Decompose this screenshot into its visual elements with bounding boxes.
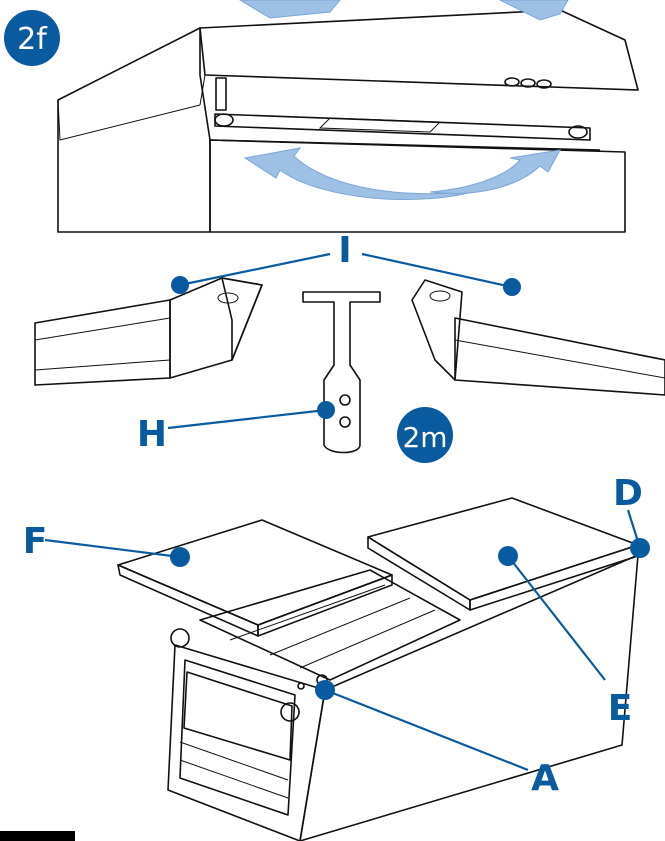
arrow-top-left xyxy=(239,0,341,19)
arrow-swing-right xyxy=(429,149,561,194)
middle-panel-illustration: I H 2m xyxy=(34,230,665,463)
cabinet-body xyxy=(299,554,639,841)
worktop xyxy=(199,9,639,91)
cabinet-back-side xyxy=(167,644,326,841)
label-A: A xyxy=(531,758,559,799)
cabinet-left-side xyxy=(57,27,211,233)
hinge-pin-right xyxy=(568,125,588,139)
door-top-edge xyxy=(209,139,601,151)
leader-F xyxy=(44,538,181,559)
cabinet-front-face xyxy=(209,139,626,233)
gear-left xyxy=(170,628,190,648)
top-panel-illustration: 2f xyxy=(4,0,639,233)
label-D: D xyxy=(613,473,643,514)
label-E: E xyxy=(608,688,633,729)
label-H: H xyxy=(137,414,167,455)
leader-I-right xyxy=(361,252,513,289)
compartment-tray xyxy=(199,569,461,681)
right-profile-end-cap xyxy=(411,279,463,381)
bottom-panel-illustration: F D E A xyxy=(0,473,650,841)
hinge-bar xyxy=(214,113,591,141)
back-panel xyxy=(179,659,296,816)
step-badge-2f xyxy=(4,10,60,66)
hinge-pin-left xyxy=(214,113,234,127)
page-footer-bar xyxy=(0,831,75,841)
step-badge-2m xyxy=(397,407,453,463)
label-F: F xyxy=(23,521,48,562)
left-door-profile xyxy=(34,299,171,386)
step-badge-2m-text: 2m xyxy=(402,421,447,454)
hinge-post-left xyxy=(215,77,227,111)
arrow-top-right xyxy=(499,0,569,21)
right-door-profile xyxy=(454,317,665,396)
hinge-tool xyxy=(302,291,381,454)
gear-right xyxy=(280,702,300,722)
leader-E xyxy=(507,555,606,681)
leader-I-left xyxy=(179,252,331,287)
worktop-left xyxy=(117,519,393,626)
step-badge-2f-text: 2f xyxy=(17,22,48,57)
leader-A xyxy=(324,688,529,772)
leader-H xyxy=(167,408,327,430)
control-knobs xyxy=(504,77,552,89)
label-I: I xyxy=(338,230,351,271)
